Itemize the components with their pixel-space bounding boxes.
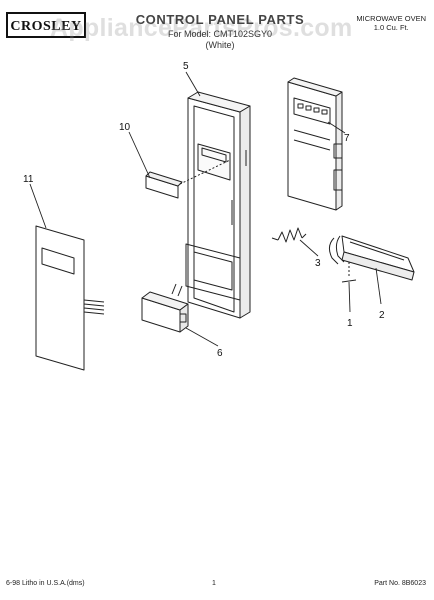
callout-5: 5 [183, 61, 189, 72]
variant-line: (White) [205, 40, 235, 50]
footer-part-number: Part No. 8B6023 [374, 580, 426, 587]
callout-1: 1 [347, 318, 353, 329]
door-spring-part [271, 227, 307, 243]
page-title: CONTROL PANEL PARTS [135, 12, 305, 27]
control-board-part [287, 77, 343, 211]
product-line-2: 1.0 Cu. Ft. [373, 23, 409, 32]
callout-10: 10 [119, 122, 131, 133]
callout-6: 6 [217, 348, 223, 359]
model-line: For Model: CMT102SGY0 [167, 29, 273, 39]
crosley-logo: CROSLEY [6, 12, 86, 38]
screw-part [341, 262, 357, 283]
callout-labels: 5 10 7 3 2 1 6 11 [23, 61, 385, 359]
title-block: CONTROL PANEL PARTS For Model: CMT102SGY… [120, 12, 320, 50]
footer-litho: 6-98 Litho in U.S.A.(dms) [6, 580, 85, 587]
callout-leaders [29, 71, 382, 347]
brand-logo-mark: CROSLEY [10, 19, 81, 34]
product-line-1: MICROWAVE OVEN [356, 14, 426, 23]
footer-page-number: 1 [212, 580, 216, 587]
control-panel-housing [185, 91, 251, 319]
control-panel-overlay [35, 225, 105, 371]
svg-text:CROSLEY: CROSLEY [10, 19, 81, 34]
callout-11: 11 [23, 174, 34, 185]
callout-3: 3 [315, 258, 321, 269]
callout-7: 7 [344, 133, 350, 144]
display-window-part [145, 159, 231, 199]
door-button-assembly [141, 283, 189, 333]
callout-2: 2 [379, 310, 385, 321]
product-description: MICROWAVE OVEN 1.0 Cu. Ft. [356, 14, 426, 32]
door-release-lever [328, 235, 415, 281]
